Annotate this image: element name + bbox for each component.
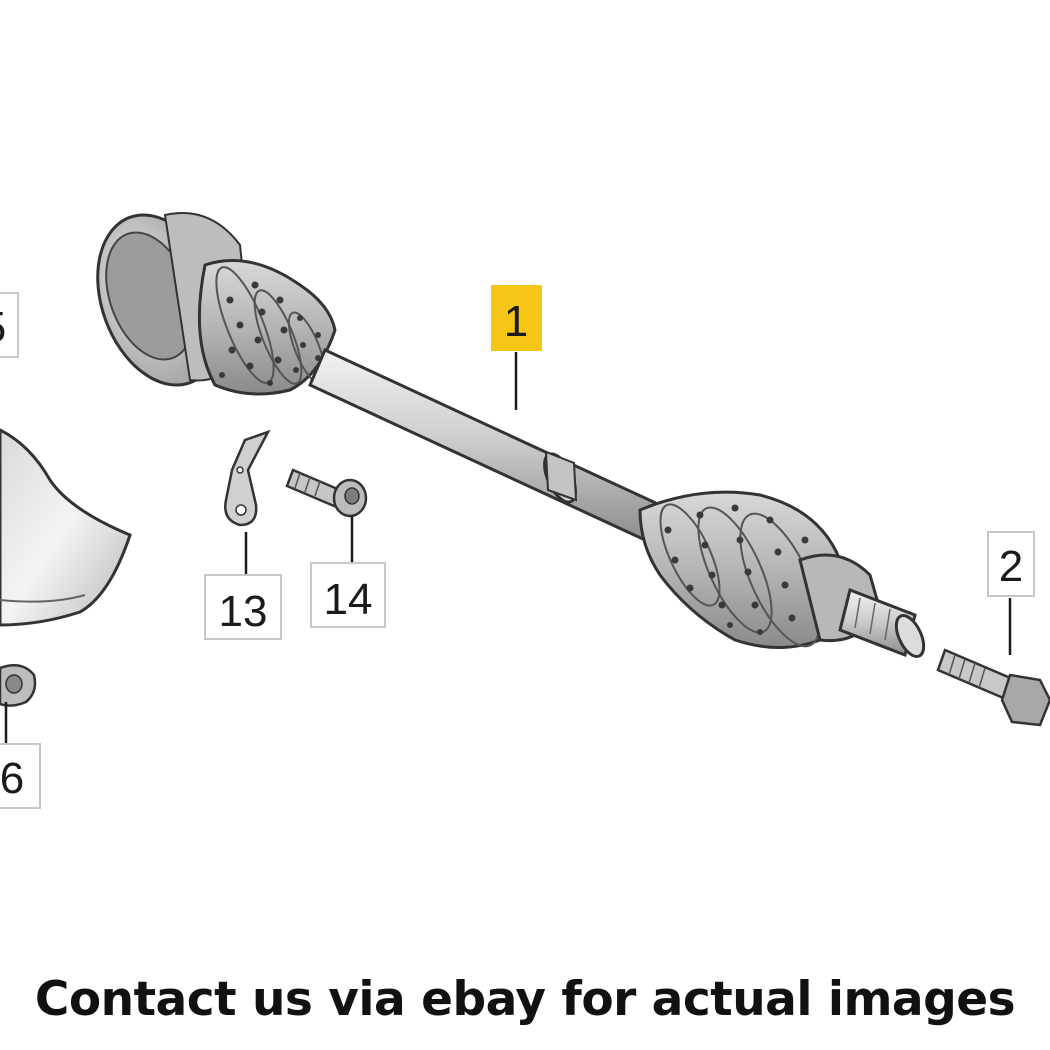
inner-boot (197, 259, 337, 396)
callout-label-13: 13 (219, 587, 268, 636)
callout-label-2: 2 (999, 542, 1023, 591)
drive-shaft-part (96, 212, 926, 658)
axle-shaft (308, 347, 662, 543)
callout-label-5: 5 (0, 303, 6, 352)
leader-lines (4, 352, 1012, 744)
contact-notice: Contact us via ebay for actual images (34, 972, 1016, 1027)
callout-14: 14 (310, 562, 386, 628)
callout-1: 1 (491, 285, 542, 351)
callout-5: 5 (0, 292, 19, 358)
callout-label-6: 6 (0, 754, 24, 803)
callout-6: 6 (0, 743, 41, 809)
callout-label-1: 1 (504, 297, 528, 346)
parts-diagram: 1 2 5 6 13 14 (0, 212, 1050, 809)
lock-plate-part-13 (224, 429, 271, 527)
callout-2: 2 (987, 531, 1035, 597)
screw-part-14 (285, 468, 368, 518)
heat-shield-part (0, 428, 132, 627)
outer-cv-joint (798, 553, 926, 658)
bolt-part-2 (936, 648, 1050, 727)
callout-13: 13 (204, 574, 282, 640)
callout-label-14: 14 (324, 575, 373, 624)
nut-part-6 (0, 663, 37, 707)
